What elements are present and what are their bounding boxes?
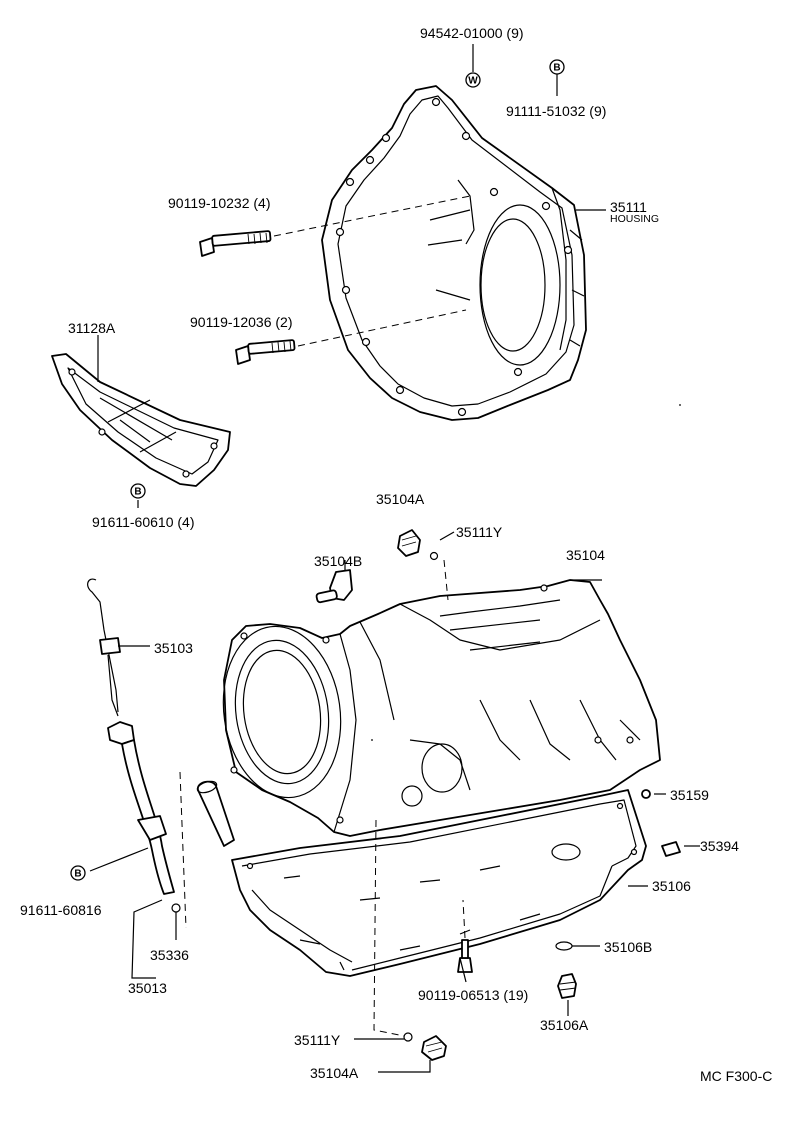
label-35111Y-top: 35111Y xyxy=(456,524,503,540)
label-35104: 35104 xyxy=(566,547,605,563)
label-35111: 35111 xyxy=(610,199,647,215)
plate-35394 xyxy=(661,841,681,857)
plug-35104A-bottom xyxy=(421,1035,447,1061)
svg-text:B: B xyxy=(74,869,81,880)
label-35106A: 35106A xyxy=(540,1017,589,1033)
label-35103: 35103 xyxy=(154,640,193,656)
label-35159: 35159 xyxy=(670,787,709,803)
label-35013: 35013 xyxy=(128,980,167,996)
label-91611-60816: 91611-60816 xyxy=(20,902,102,918)
label-35104A-bottom: 35104A xyxy=(310,1065,359,1081)
plug-35159 xyxy=(641,789,651,799)
gasket-35106B xyxy=(555,941,573,951)
dipstick-35103 xyxy=(87,578,121,717)
union-35104B xyxy=(315,569,353,604)
label-90119-10232: 90119-10232 (4) xyxy=(168,195,270,211)
label-35111Y-bottom: 35111Y xyxy=(294,1032,341,1048)
bolt-90119-06513 xyxy=(457,939,473,973)
inlet-tube xyxy=(196,780,235,847)
cover-31128A xyxy=(51,353,231,487)
diagram-code: MC F300-C xyxy=(700,1068,772,1084)
label-94542-01000: 94542-01000 (9) xyxy=(420,25,524,41)
plug-35104A-top xyxy=(397,529,421,557)
label-31128A: 31128A xyxy=(68,320,116,336)
label-35104B: 35104B xyxy=(314,553,362,569)
svg-text:W: W xyxy=(468,76,478,87)
bolt-90119-10232 xyxy=(199,230,272,257)
label-91111-51032: 91111-51032 (9) xyxy=(506,103,606,119)
label-35106: 35106 xyxy=(652,878,691,894)
o-ring-35336 xyxy=(171,903,181,913)
label-housing: HOUSING xyxy=(610,213,659,225)
label-90119-06513: 90119-06513 (19) xyxy=(418,987,528,1003)
symbol-b-91111: B xyxy=(549,59,565,75)
label-35106B: 35106B xyxy=(604,939,652,955)
label-35394: 35394 xyxy=(700,838,739,854)
svg-text:B: B xyxy=(134,487,141,498)
oil-pan xyxy=(231,789,647,977)
o-ring-35111Y-bottom xyxy=(403,1032,413,1042)
oil-filler-tube-35013 xyxy=(107,721,175,895)
label-35336: 35336 xyxy=(150,947,189,963)
bolt-90119-12036 xyxy=(235,339,296,365)
leader-lines xyxy=(89,44,700,1073)
symbol-b-91611-60610: B xyxy=(130,483,146,499)
o-ring-35111Y-top xyxy=(429,551,439,561)
label-90119-12036: 90119-12036 (2) xyxy=(190,314,292,330)
label-35104A-top: 35104A xyxy=(376,491,425,507)
symbol-w: W xyxy=(465,72,481,88)
label-91611-60610: 91611-60610 (4) xyxy=(92,514,194,530)
symbol-b-91611-60816: B xyxy=(70,865,86,881)
svg-text:B: B xyxy=(553,63,560,74)
drain-plug-35106A xyxy=(557,973,577,999)
transmission-case xyxy=(222,579,661,837)
transmission-housing xyxy=(321,85,587,421)
